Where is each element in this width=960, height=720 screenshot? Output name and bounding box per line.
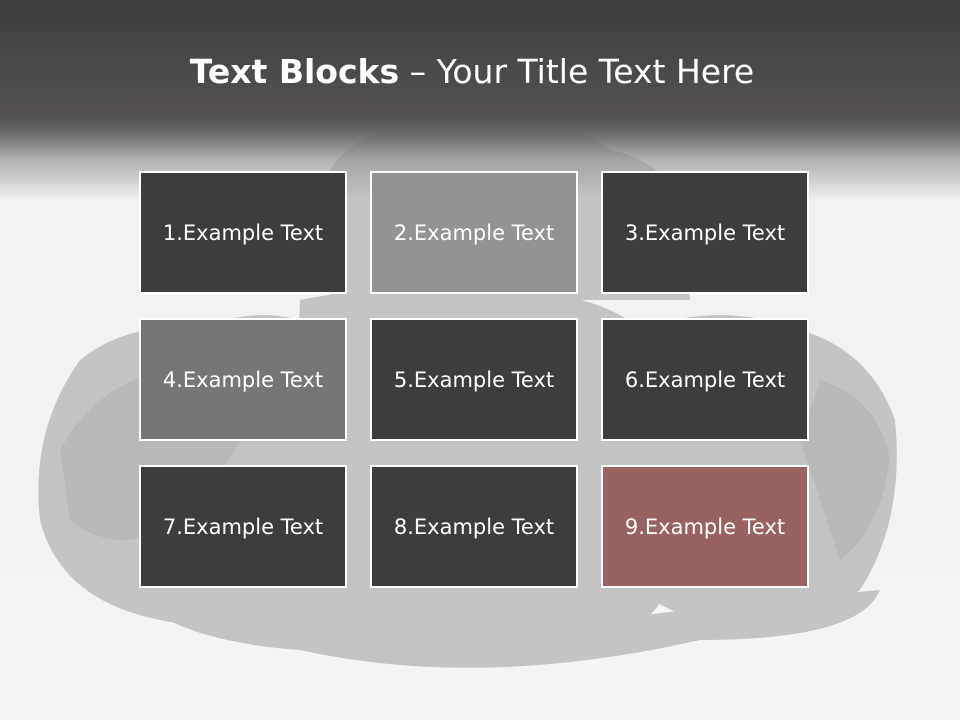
text-block-5: 5.Example Text [370, 318, 578, 441]
text-block-label: 7.Example Text [162, 514, 324, 539]
slide-title-bold: Text Blocks [189, 52, 400, 91]
text-block-label: 9.Example Text [624, 514, 786, 539]
text-block-2: 2.Example Text [370, 171, 578, 294]
text-block-9: 9.Example Text [601, 465, 809, 588]
coal-lump-bottom [120, 580, 880, 668]
coal-shade-right [800, 380, 890, 560]
text-block-7: 7.Example Text [139, 465, 347, 588]
text-block-label: 6.Example Text [624, 367, 786, 392]
text-block-1: 1.Example Text [139, 171, 347, 294]
text-block-label: 3.Example Text [624, 220, 786, 245]
text-block-6: 6.Example Text [601, 318, 809, 441]
slide-title: Text Blocks – Your Title Text Here [0, 52, 944, 91]
text-block-8: 8.Example Text [370, 465, 578, 588]
text-block-4: 4.Example Text [139, 318, 347, 441]
text-block-label: 5.Example Text [393, 367, 555, 392]
text-block-label: 4.Example Text [162, 367, 324, 392]
text-block-label: 2.Example Text [393, 220, 555, 245]
text-block-label: 8.Example Text [393, 514, 555, 539]
text-block-label: 1.Example Text [162, 220, 324, 245]
text-block-3: 3.Example Text [601, 171, 809, 294]
slide-title-rest: – Your Title Text Here [399, 52, 755, 91]
title-band [0, 0, 960, 200]
